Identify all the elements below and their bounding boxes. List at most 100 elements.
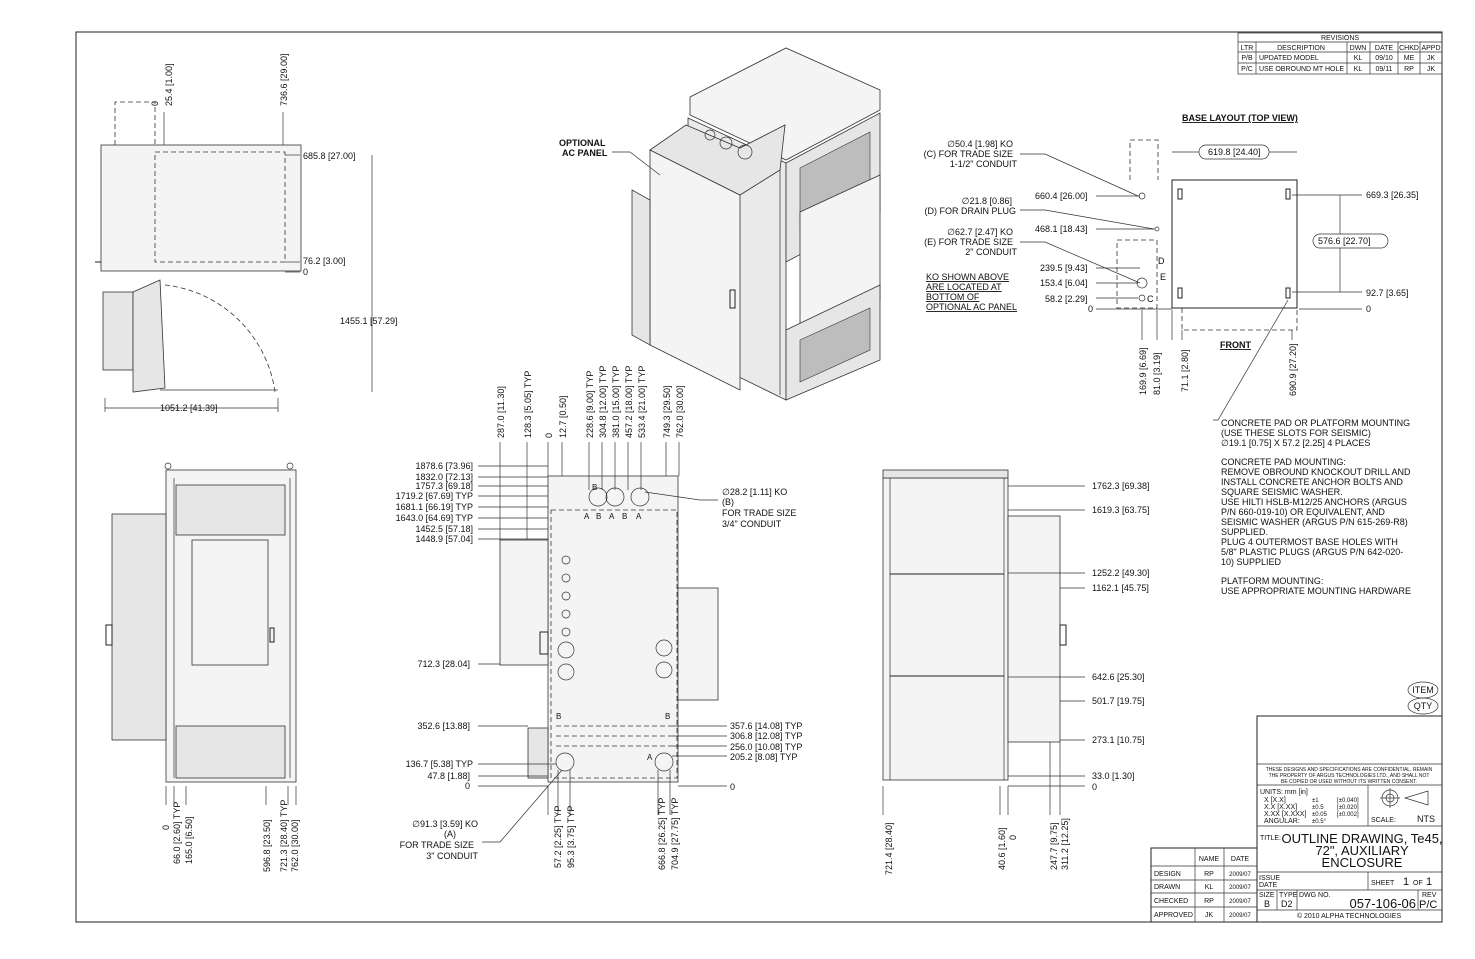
confidential-3: BE COPIED OR USED WITHOUT ITS WRITTEN CO…	[1281, 779, 1417, 785]
sheet-border	[75, 31, 1443, 923]
sign-checked-date: 2009/07	[1229, 899, 1251, 905]
side-left-352: 352.6 [13.88]	[417, 721, 470, 731]
tol-xx-in: [±0.020]	[1337, 805, 1359, 811]
rev-row2-ltr: P/C	[1241, 66, 1253, 73]
title-line3: ENCLOSURE	[1322, 855, 1403, 870]
rev-label: REV	[1422, 892, 1437, 899]
base-width-dim: 619.8 [24.40]	[1208, 147, 1261, 157]
side-left-0: 0	[465, 781, 470, 791]
front-view: 0 66.0 [2.60] TYP 165.0 [6.50] 596.8 [23…	[105, 462, 300, 872]
rev-row2-appd: JK	[1427, 66, 1436, 73]
sign-checked-name: RP	[1204, 898, 1214, 905]
projection-symbol-icon	[1380, 788, 1429, 808]
side-right-256: 256.0 [10.08] TYP	[730, 742, 802, 752]
note-6: INSTALL CONCRETE ANCHOR BOLTS AND	[1221, 477, 1403, 487]
side-left-1643: 1643.0 [64.69] TYP	[396, 513, 473, 523]
front-bottom-0: 0	[161, 825, 171, 830]
side-letter-b2: B	[596, 512, 601, 521]
top-dim-1051: 1051.2 [41.39]	[160, 403, 218, 413]
side-left-1681: 1681.1 [66.19] TYP	[396, 502, 473, 512]
confidential-2: THE PROPERTY OF ARGUS TECHNOLOGIES LTD.,…	[1269, 773, 1430, 779]
side-left-47: 47.8 [1.88]	[427, 771, 470, 781]
rear-right-273: 273.1 [10.75]	[1092, 735, 1145, 745]
size-value: B	[1264, 899, 1270, 909]
side-top-749: 749.3 [29.50]	[662, 385, 672, 438]
top-dim-zero: 0	[303, 267, 308, 277]
rev-header-chkd: CHKD	[1399, 45, 1419, 52]
base-left-468: 468.1 [18.43]	[1035, 224, 1088, 234]
dwg-no-label: DWG NO.	[1299, 892, 1331, 899]
sign-approved-date: 2009/07	[1229, 913, 1251, 919]
front-bottom-165: 165.0 [6.50]	[184, 816, 194, 864]
rear-right-1619: 1619.3 [63.75]	[1092, 505, 1150, 515]
ko-note-line4: OPTIONAL AC PANEL	[926, 302, 1017, 312]
ko-d-line1: ∅21.8 [0.86]	[962, 196, 1012, 206]
side-left-1719: 1719.2 [67.69] TYP	[396, 491, 473, 501]
mounting-notes: CONCRETE PAD OR PLATFORM MOUNTING (USE T…	[1221, 418, 1411, 596]
sign-design-name: RP	[1204, 871, 1214, 878]
base-front-label: FRONT	[1220, 340, 1251, 350]
sign-design-date: 2009/07	[1229, 872, 1251, 878]
title-line1: OUTLINE DRAWING, Te45,	[1281, 831, 1442, 846]
tol-angular-label: ANGULAR:	[1264, 818, 1300, 825]
isometric-view: OPTIONAL AC PANEL	[559, 47, 881, 401]
revisions-table: REVISIONS LTR DESCRIPTION DWN DATE CHKD …	[1237, 32, 1443, 75]
ko-c-line2: (C) FOR TRADE SIZE	[924, 149, 1013, 159]
side-letter-a4: A	[647, 753, 653, 762]
rev-header-date: DATE	[1375, 45, 1393, 52]
side-left-1832: 1832.0 [72.13]	[415, 472, 473, 482]
side-bottom-57: 57.2 [2.25] TYP	[553, 806, 563, 868]
side-top-457: 457.2 [18.00] TYP	[624, 366, 634, 438]
front-bottom-721: 721.3 [28.40] TYP	[279, 800, 289, 872]
side-letter-b1: B	[592, 483, 597, 492]
scale-label: SCALE:	[1371, 817, 1396, 824]
base-left-58: 58.2 [2.29]	[1045, 294, 1088, 304]
rear-bottom-721: 721.4 [28.40]	[884, 822, 894, 875]
side-left-1448: 1448.9 [57.04]	[415, 534, 473, 544]
side-top-762: 762.0 [30.00]	[675, 385, 685, 438]
note-17: USE APPROPRIATE MOUNTING HARDWARE	[1221, 586, 1411, 596]
side-left-1878: 1878.6 [73.96]	[415, 461, 473, 471]
tol-x-val: ±1	[1312, 798, 1319, 804]
base-right-0: 0	[1366, 304, 1371, 314]
ko-b-line1: ∅28.2 [1.11] KO	[722, 487, 787, 497]
top-dim-1455: 1455.1 [57.29]	[340, 316, 398, 326]
tol-x-label: X [X.X]	[1264, 797, 1286, 804]
item-qty: ITEM QTY	[1407, 681, 1439, 715]
optional-ac-panel-label-1: OPTIONAL	[559, 138, 606, 148]
side-top-304: 304.8 [12.00] TYP	[598, 366, 608, 438]
sheet-label: SHEET	[1371, 880, 1395, 887]
ko-e-line1: ∅62.7 [2.47] KO	[947, 227, 1013, 237]
note-8: USE HILTI HSLB-M12/25 ANCHORS (ARGUS	[1221, 497, 1407, 507]
tol-xx-val: ±0.5	[1312, 805, 1324, 811]
sheet-total: 1	[1426, 876, 1432, 888]
ko-a-line4: 3" CONDUIT	[426, 851, 478, 861]
note-1: (USE THESE SLOTS FOR SEISMIC)	[1221, 428, 1371, 438]
sign-approved-label: APPROVED	[1154, 912, 1193, 919]
base-right-669: 669.3 [26.35]	[1366, 190, 1419, 200]
sign-checked-label: CHECKED	[1154, 898, 1188, 905]
signoff-table: NAME DATE DESIGN RP 2009/07 DRAWN KL 200…	[1150, 847, 1258, 923]
side-letter-a1: A	[584, 512, 590, 521]
side-letter-a3: A	[636, 512, 642, 521]
note-4: CONCRETE PAD MOUNTING:	[1221, 457, 1346, 467]
base-depth-dim: 576.6 [22.70]	[1318, 236, 1371, 246]
ko-note-line2: ARE LOCATED AT	[926, 282, 1002, 292]
top-dim-25: 25.4 [1.00]	[164, 63, 174, 106]
scale-value: NTS	[1417, 814, 1435, 824]
ko-note-line1: KO SHOWN ABOVE	[926, 272, 1009, 282]
ko-e-line3: 2" CONDUIT	[965, 247, 1017, 257]
sheet-number: 1	[1403, 876, 1409, 888]
side-top-533: 533.4 [21.00] TYP	[637, 366, 647, 438]
base-left-0: 0	[1088, 304, 1093, 314]
rear-right-1252: 1252.2 [49.30]	[1092, 568, 1150, 578]
sign-approved-name: JK	[1205, 912, 1214, 919]
note-11: SUPPLIED.	[1221, 527, 1268, 537]
rear-view: 1762.3 [69.38] 1619.3 [63.75] 1252.2 [49…	[882, 469, 1150, 875]
top-dim-76: 76.2 [3.00]	[303, 256, 346, 266]
sign-header-date: DATE	[1231, 856, 1249, 863]
tol-xxx-in: [±0.002]	[1337, 812, 1359, 818]
side-top-128: 128.3 [5.05] TYP	[523, 371, 533, 438]
base-left-153: 153.4 [6.04]	[1040, 278, 1088, 288]
